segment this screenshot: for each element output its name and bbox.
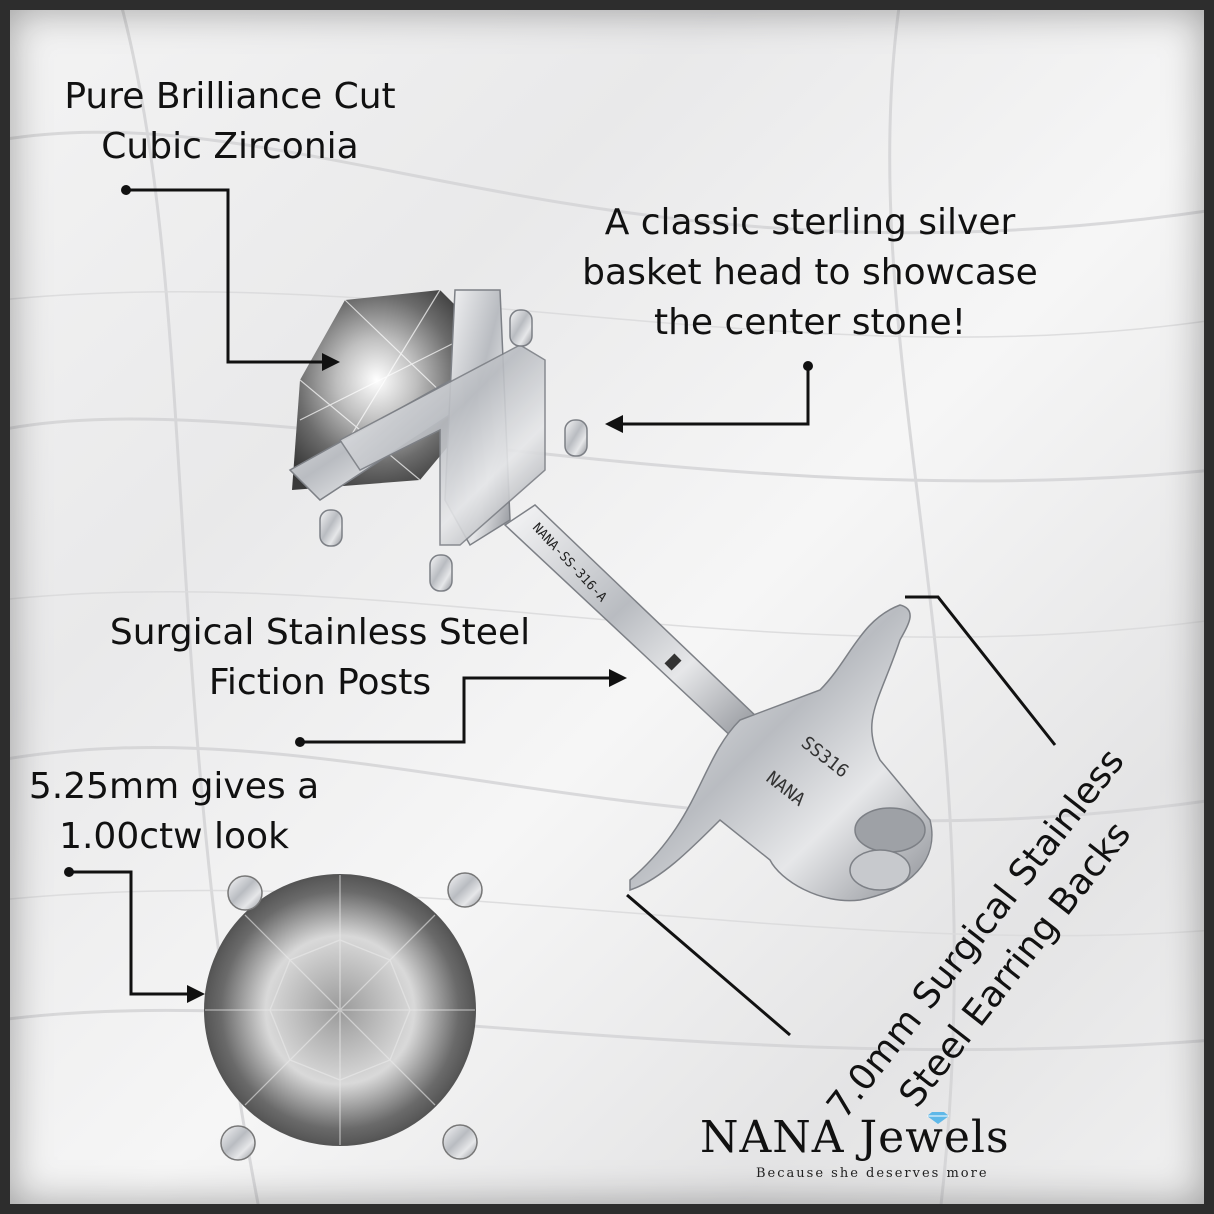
basket-label-line3: the center stone! (653, 302, 967, 343)
stone-label-line1: Pure Brilliance Cut (64, 76, 396, 117)
earring-back (629, 604, 933, 902)
basket-callout: A classic sterling silver basket head to… (560, 198, 1060, 348)
callout-dots (64, 185, 813, 877)
basket-label-line1: A classic sterling silver (604, 202, 1016, 243)
callout-arrowheads (187, 353, 627, 1003)
brand-logo: NANA Jewels Because she deserves more (700, 1110, 1060, 1181)
post-label-line2: Fiction Posts (208, 662, 432, 703)
size-label-line1: 5.25mm gives a (28, 766, 320, 807)
post-callout: Surgical Stainless Steel Fiction Posts (90, 608, 550, 708)
post-engraving: NANA-SS-316-A (529, 520, 609, 605)
brand-tagline: Because she deserves more (756, 1166, 989, 1181)
post-label-line1: Surgical Stainless Steel (109, 612, 531, 653)
stone-callout: Pure Brilliance Cut Cubic Zirconia (50, 72, 410, 172)
brand-name: NANA Jewels (700, 1112, 1010, 1163)
diamond-icon (927, 1112, 949, 1124)
callout-lines (69, 188, 1057, 1037)
basket-label-line2: basket head to showcase (582, 252, 1038, 293)
basket-head (288, 289, 588, 592)
size-label-line2: 1.00ctw look (59, 816, 289, 857)
top-view-gem (204, 872, 483, 1161)
size-callout: 5.25mm gives a 1.00ctw look (14, 762, 334, 862)
stone-label-line2: Cubic Zirconia (101, 126, 359, 167)
